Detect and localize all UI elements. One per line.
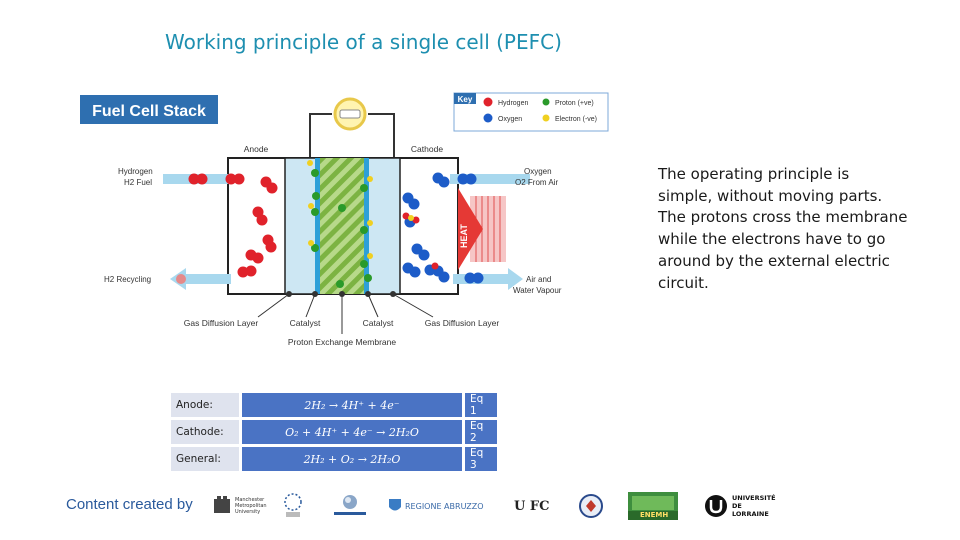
equation-row: Anode: 2H₂ → 4H⁺ + 4e⁻ Eq 1 xyxy=(171,393,497,417)
key-oxygen-label: Oxygen xyxy=(498,116,522,123)
oxygen-inlet-arrow xyxy=(450,174,530,184)
equation-ref: Eq 3 xyxy=(465,447,497,471)
technofusion-logo xyxy=(330,492,370,520)
cathode-label: Cathode xyxy=(411,144,443,154)
equation-ref: Eq 1 xyxy=(465,393,497,417)
slide-title: Working principle of a single cell (PEFC… xyxy=(165,30,562,54)
equation-ref: Eq 2 xyxy=(465,420,497,444)
equation-row: General: 2H₂ + O₂ → 2H₂O Eq 3 xyxy=(171,447,497,471)
universite-de-lorraine-logo: UNIVERSITÉ DE LORRAINE xyxy=(704,492,784,520)
catalyst-right-label: Catalyst xyxy=(363,318,394,328)
cathode-catalyst xyxy=(364,158,369,294)
gdl-left-label: Gas Diffusion Layer xyxy=(184,318,259,328)
fuel-cell-diagram: Fuel Cell Stack Key Hydrogen Oxygen Prot… xyxy=(78,88,613,350)
electron-particles xyxy=(307,160,414,259)
proton-particles xyxy=(311,169,372,288)
membrane xyxy=(320,158,368,294)
enemh-logo-text: ENEMH xyxy=(640,511,669,519)
ufc-logo: U FC xyxy=(514,492,554,520)
equation-row: Cathode: O₂ + 4H⁺ + 4e⁻ → 2H₂O Eq 2 xyxy=(171,420,497,444)
equation-label: Cathode: xyxy=(171,420,239,444)
regione-abruzzo-logo: REGIONE ABRUZZO xyxy=(388,492,488,520)
air-outlet-label-2: Water Vapour xyxy=(513,286,562,295)
diagram-banner-text: Fuel Cell Stack xyxy=(92,103,206,120)
credits-label: Content created by xyxy=(66,496,193,513)
key-proton-dot xyxy=(542,98,550,106)
oxygen-inlet-label-1: Oxygen xyxy=(524,167,552,176)
water-molecules xyxy=(402,212,439,276)
key-box xyxy=(453,92,609,132)
key-hydrogen-dot xyxy=(483,97,493,107)
catalyst-left-label: Catalyst xyxy=(290,318,321,328)
recycle-label: H2 Recycling xyxy=(104,275,151,284)
recycle-arrow xyxy=(183,274,231,284)
equation-table: Anode: 2H₂ → 4H⁺ + 4e⁻ Eq 1 Cathode: O₂ … xyxy=(168,390,500,474)
heat-label: HEAT xyxy=(459,224,469,248)
air-outlet-label-1: Air and xyxy=(526,275,551,284)
hydrogen-inlet-label-1: Hydrogen xyxy=(118,167,153,176)
equation-label: General: xyxy=(171,447,239,471)
key-title: Key xyxy=(458,95,473,104)
gdl-right-label: Gas Diffusion Layer xyxy=(425,318,500,328)
key-proton-label: Proton (+ve) xyxy=(555,100,594,107)
equation-formula: O₂ + 4H⁺ + 4e⁻ → 2H₂O xyxy=(242,420,462,444)
heat-arrow: HEAT xyxy=(458,188,506,270)
ufc-logo-text: U FC xyxy=(514,498,550,514)
membrane-label: Proton Exchange Membrane xyxy=(288,337,396,347)
description-text: The operating principle is simple, witho… xyxy=(658,165,908,292)
universite-seal-logo xyxy=(578,492,604,520)
key-electron-dot xyxy=(542,114,550,122)
anode-catalyst xyxy=(315,158,320,294)
key-hydrogen-label: Hydrogen xyxy=(498,100,528,107)
anode-label: Anode xyxy=(244,144,269,154)
key-electron-label: Electron (-ve) xyxy=(555,116,597,123)
equation-formula: 2H₂ + O₂ → 2H₂O xyxy=(242,447,462,471)
equation-formula: 2H₂ → 4H⁺ + 4e⁻ xyxy=(242,393,462,417)
oxygen-inlet-label-2: O2 From Air xyxy=(515,178,558,187)
hydrogen-inlet-label-2: H2 Fuel xyxy=(124,178,152,187)
mmu-logo: Manchester Metropolitan University xyxy=(212,492,268,520)
hydrogen-logo xyxy=(280,492,308,520)
regione-abruzzo-text: REGIONE ABRUZZO xyxy=(405,501,484,511)
cathode-gdl xyxy=(367,157,401,295)
anode-gdl xyxy=(284,157,321,295)
key-oxygen-dot xyxy=(483,113,493,123)
lorraine-logo-text: UNIVERSITÉ DE LORRAINE xyxy=(732,494,776,518)
mmu-logo-text: Manchester Metropolitan University xyxy=(235,497,267,515)
enemh-logo: ENEMH xyxy=(628,492,678,520)
diagram-banner xyxy=(80,95,218,124)
hydrogen-molecules xyxy=(176,173,278,284)
equation-label: Anode: xyxy=(171,393,239,417)
